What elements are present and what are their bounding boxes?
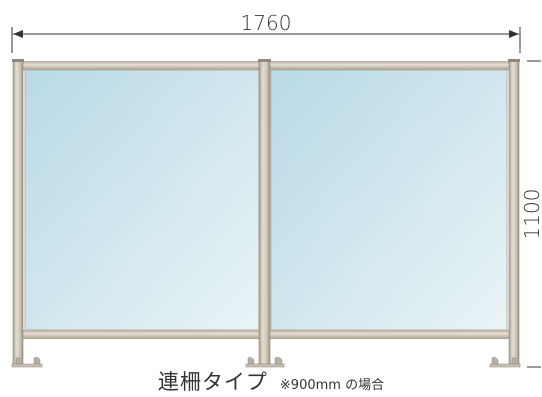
width-value: 1760 <box>241 11 292 35</box>
height-dimension: 1100 <box>520 60 542 368</box>
post-right <box>508 59 520 365</box>
caption-note: ※900mm の場合 <box>279 378 385 393</box>
post-center <box>258 59 271 365</box>
height-value: 1100 <box>520 189 542 240</box>
glass-panel-right <box>271 70 507 330</box>
arrow-right-icon <box>509 30 519 38</box>
bottom-rail-left <box>23 330 261 339</box>
caption: 連柵タイプ ※900mm の場合 <box>0 366 542 396</box>
post-cap-center <box>258 59 271 62</box>
foot-right <box>489 357 521 368</box>
foot-left <box>11 357 43 368</box>
foot-center <box>245 357 285 368</box>
glass-panel-left <box>25 70 259 330</box>
bottom-rail-right <box>269 330 509 339</box>
top-rail-right <box>269 61 509 70</box>
post-cap-left <box>12 59 24 62</box>
post-left <box>12 59 24 365</box>
width-dimension: 1760 <box>11 11 521 53</box>
top-rail-left <box>23 61 261 70</box>
arrow-left-icon <box>13 30 23 38</box>
caption-title: 連柵タイプ <box>157 370 268 394</box>
post-cap-right <box>508 59 520 62</box>
